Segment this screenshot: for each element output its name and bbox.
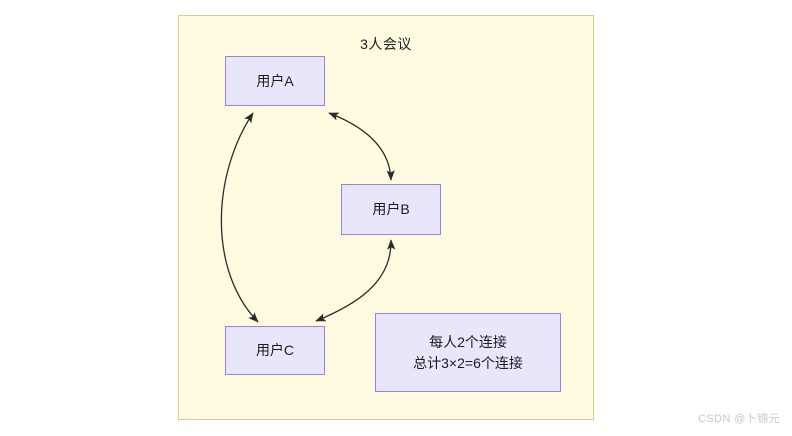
node-user-c-label: 用户C — [255, 342, 295, 359]
node-user-c[interactable]: 用户C — [225, 326, 325, 375]
node-user-b[interactable]: 用户B — [341, 184, 441, 235]
node-user-a[interactable]: 用户A — [225, 56, 325, 106]
note-line-1: 每人2个连接 — [429, 334, 507, 351]
note-line-2: 总计3×2=6个连接 — [413, 354, 523, 371]
node-user-b-label: 用户B — [372, 201, 410, 218]
csdn-watermark: CSDN @卜锦元 — [698, 413, 780, 425]
node-user-a-label: 用户A — [256, 72, 294, 89]
diagram-title: 3人会议 — [360, 36, 412, 52]
note-box: 每人2个连接 总计3×2=6个连接 — [375, 313, 561, 392]
